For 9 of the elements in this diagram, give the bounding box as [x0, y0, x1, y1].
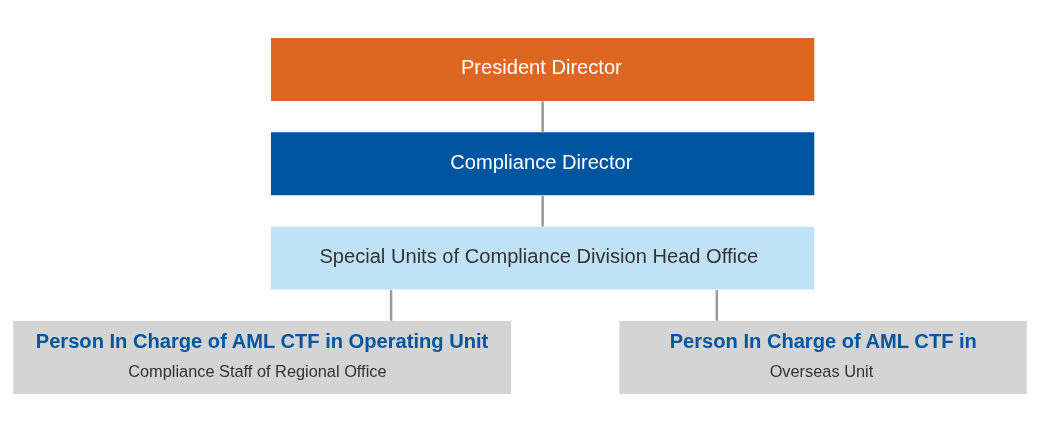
node-box: Special Units of Compliance Division Head Office	[270, 226, 815, 290]
connector	[541, 195, 544, 227]
connector	[715, 290, 719, 321]
node-box: Compliance Director	[270, 132, 815, 196]
node-box: Person In Charge of AML CTF in Operating Unit Compliance Staff of Regional Office	[13, 321, 512, 394]
connector	[389, 290, 393, 321]
node-box: President Director	[270, 38, 815, 101]
node-box: Person In Charge of AML CTF in Overseas Unit	[619, 321, 1027, 394]
connector	[541, 101, 544, 133]
